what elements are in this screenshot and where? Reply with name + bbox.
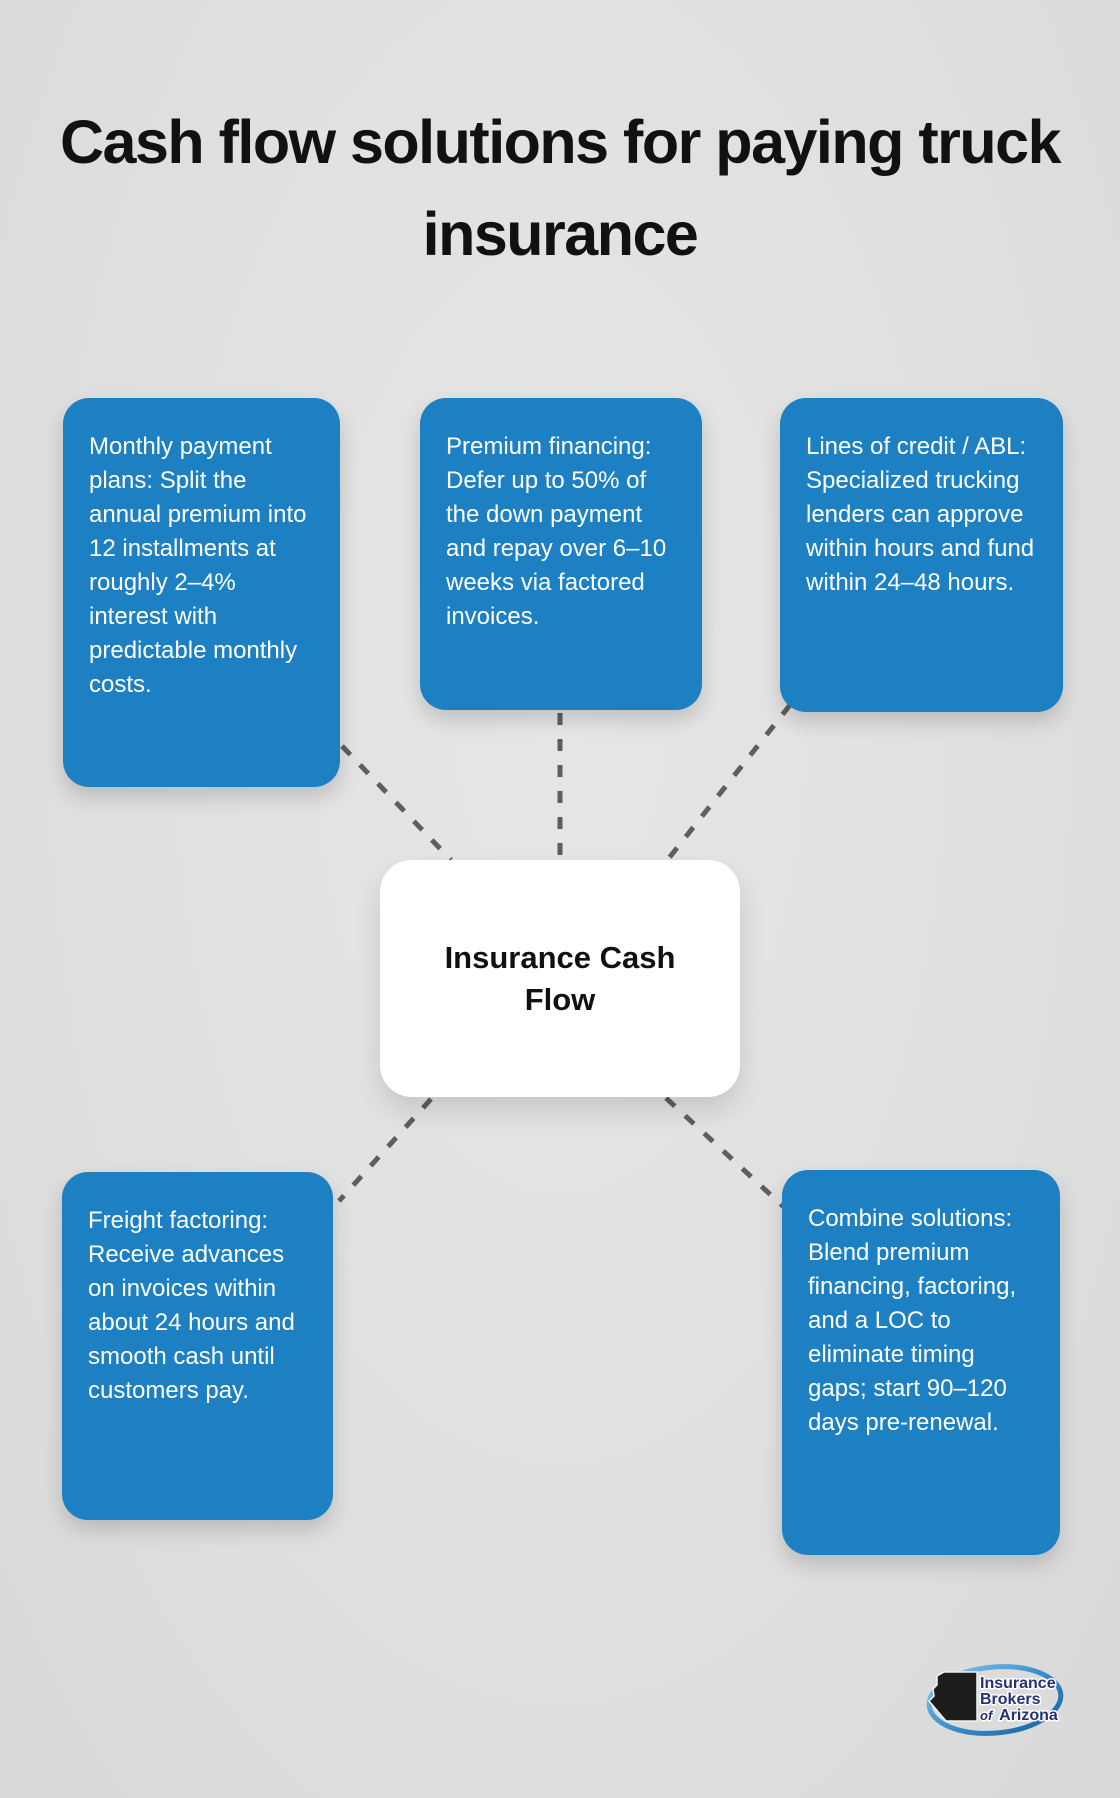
connector-monthly-to-center: [340, 744, 453, 862]
logo-ellipse: [926, 1664, 1064, 1736]
connector-center-to-factoring: [337, 1097, 433, 1203]
node-monthly-payment-plans-text: Monthly payment plans: Split the annual …: [89, 433, 307, 698]
insurance-brokers-of-arizona-logo: Insurance Brokers of Arizona: [926, 1664, 1064, 1736]
node-freight-factoring-text: Freight factoring: Receive advances on i…: [88, 1207, 295, 1404]
node-combine-solutions: Combine solutions: Blend premium financi…: [782, 1170, 1060, 1555]
node-premium-financing-text: Premium financing: Defer up to 50% of th…: [446, 433, 667, 630]
node-combine-solutions-text: Combine solutions: Blend premium financi…: [808, 1205, 1017, 1436]
arizona-state-icon: [927, 1671, 978, 1722]
node-lines-of-credit-abl-text: Lines of credit / ABL: Specialized truck…: [806, 433, 1035, 596]
center-node-insurance-cash-flow: Insurance Cash Flow: [380, 860, 740, 1097]
node-lines-of-credit-abl: Lines of credit / ABL: Specialized truck…: [780, 398, 1063, 712]
logo-text-of: of: [980, 1708, 994, 1723]
connector-center-to-combine: [664, 1096, 788, 1211]
center-node-label: Insurance Cash Flow: [444, 939, 676, 1017]
connector-loc-to-center: [667, 703, 792, 860]
node-freight-factoring: Freight factoring: Receive advances on i…: [62, 1172, 333, 1520]
node-premium-financing: Premium financing: Defer up to 50% of th…: [420, 398, 702, 710]
page-title: Cash flow solutions for paying truck ins…: [59, 108, 1062, 268]
logo-text-line1: Insurance: [980, 1675, 1056, 1692]
logo-text-line2: Brokers: [980, 1691, 1041, 1708]
logo-text-arizona: Arizona: [999, 1707, 1058, 1724]
svg-text:of Arizona: of Arizona: [980, 1707, 1058, 1724]
node-monthly-payment-plans: Monthly payment plans: Split the annual …: [63, 398, 340, 787]
